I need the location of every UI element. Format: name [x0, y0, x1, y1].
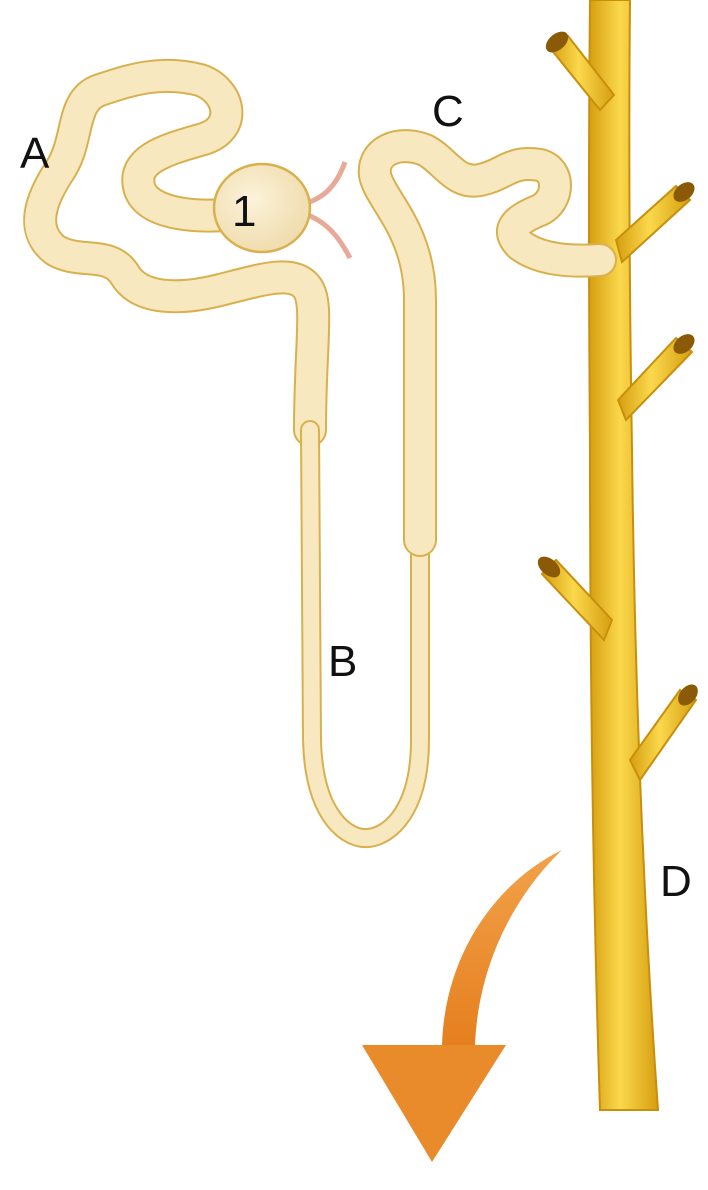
label-b: B	[328, 640, 357, 684]
glomerular-capsule	[214, 164, 310, 252]
flow-arrow	[362, 850, 562, 1162]
label-d: D	[660, 860, 692, 904]
label-1: 1	[232, 190, 256, 234]
nephron-tubule	[40, 76, 600, 838]
label-c: C	[432, 90, 464, 134]
label-a: A	[20, 132, 49, 176]
